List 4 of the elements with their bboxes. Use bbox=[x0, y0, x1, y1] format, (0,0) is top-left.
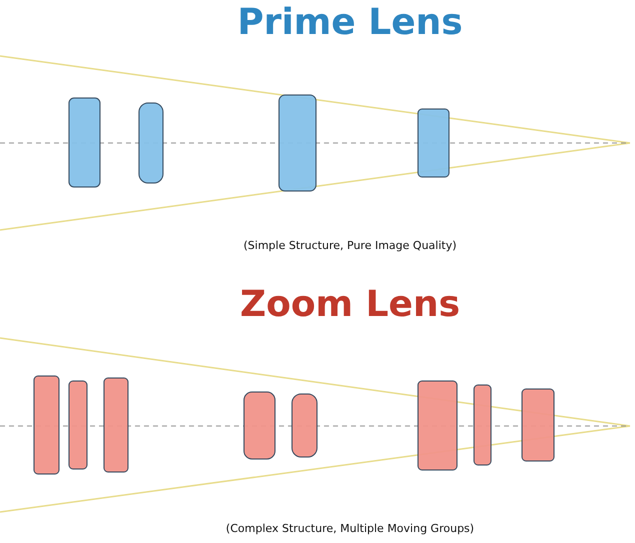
heading: Zoom Lens bbox=[240, 284, 460, 326]
heading: Prime Lens bbox=[237, 2, 463, 44]
caption: (Simple Structure, Pure Image Quality) bbox=[244, 240, 456, 253]
caption: (Complex Structure, Multiple Moving Groups) bbox=[226, 523, 474, 536]
